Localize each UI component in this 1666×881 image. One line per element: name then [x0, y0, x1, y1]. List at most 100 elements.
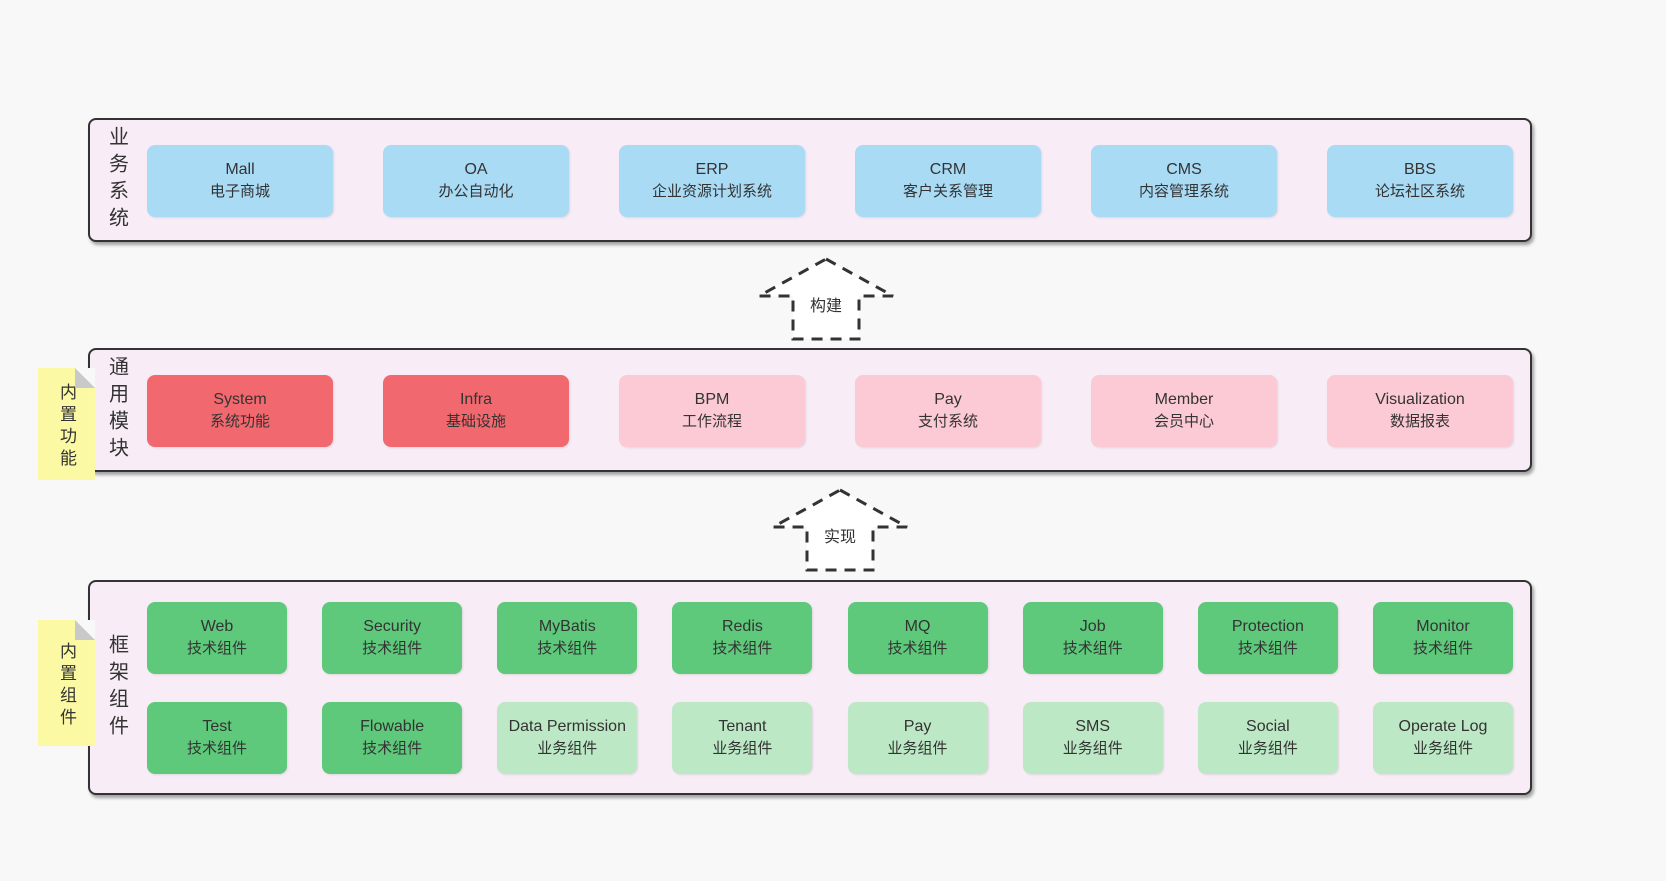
arrow-build: 构建	[756, 256, 896, 342]
box-title-zh: 办公自动化	[438, 183, 514, 200]
arrow-implement-label: 实现	[821, 523, 859, 547]
box-title-zh: 技术组件	[1062, 640, 1123, 657]
box-title-en: BPM	[694, 391, 730, 408]
box-title-en: System	[213, 391, 267, 408]
band-business-systems: 业务系统 Mall 电子商城 OA 办公自动化 ERP 企业资源计划系统 CRM…	[88, 118, 1532, 242]
sticky-note-built-in-features: 内置功能	[38, 368, 95, 480]
band-label-common-modules: 通用模块	[105, 356, 128, 464]
box-crm: CRM 客户关系管理	[855, 145, 1041, 217]
box-title-zh: 业务组件	[1412, 740, 1473, 757]
box-data-permission: Data Permission 业务组件	[497, 702, 638, 774]
box-operate-log: Operate Log 业务组件	[1372, 702, 1513, 774]
box-title-zh: 支付系统	[917, 413, 978, 430]
sticky-note-label: 内置功能	[57, 383, 76, 471]
box-title-en: Operate Log	[1398, 718, 1488, 735]
box-title-zh: 业务组件	[712, 740, 773, 757]
box-title-zh: 技术组件	[712, 640, 773, 657]
box-title-zh: 业务组件	[1237, 740, 1298, 757]
box-title-en: Test	[202, 718, 232, 735]
box-title-en: Redis	[721, 618, 763, 635]
box-title-zh: 工作流程	[681, 413, 742, 430]
box-title-zh: 技术组件	[1412, 640, 1473, 657]
box-title-zh: 技术组件	[1237, 640, 1298, 657]
box-title-en: OA	[464, 161, 488, 178]
box-title-en: MyBatis	[538, 618, 596, 635]
box-title-en: Security	[363, 618, 422, 635]
box-security: Security 技术组件	[322, 602, 463, 674]
box-bbs: BBS 论坛社区系统	[1327, 145, 1513, 217]
note-fold-icon	[75, 620, 95, 640]
box-title-zh: 业务组件	[537, 740, 598, 757]
band-framework-components: 框架组件 Web 技术组件 Security 技术组件 MyBatis 技术组件…	[88, 580, 1532, 795]
framework-components-row-2: Test 技术组件 Flowable 技术组件 Data Permission …	[147, 702, 1513, 774]
box-title-en: Pay	[934, 391, 962, 408]
box-title-en: Job	[1079, 618, 1106, 635]
box-title-zh: 技术组件	[186, 740, 247, 757]
box-title-zh: 系统功能	[209, 413, 270, 430]
common-modules-row: System 系统功能 Infra 基础设施 BPM 工作流程 Pay 支付系统…	[147, 375, 1513, 447]
box-title-en: BBS	[1403, 161, 1436, 178]
note-fold-icon	[75, 368, 95, 388]
band-label-business-systems: 业务系统	[105, 126, 128, 234]
box-pay: Pay 支付系统	[855, 375, 1041, 447]
box-visualization: Visualization 数据报表	[1327, 375, 1513, 447]
box-title-zh: 内容管理系统	[1138, 183, 1229, 200]
box-redis: Redis 技术组件	[672, 602, 813, 674]
band-label-framework-components: 框架组件	[105, 633, 128, 742]
box-title-en: CMS	[1166, 161, 1202, 178]
box-title-zh: 技术组件	[186, 640, 247, 657]
band-common-modules: 通用模块 System 系统功能 Infra 基础设施 BPM 工作流程 Pay…	[88, 348, 1532, 472]
sticky-note-built-in-components: 内置组件	[38, 620, 95, 746]
box-monitor: Monitor 技术组件	[1372, 602, 1513, 674]
box-title-zh: 企业资源计划系统	[651, 183, 772, 200]
box-cms: CMS 内容管理系统	[1091, 145, 1277, 217]
box-member: Member 会员中心	[1091, 375, 1277, 447]
box-title-en: SMS	[1075, 718, 1111, 735]
box-mq: MQ 技术组件	[847, 602, 988, 674]
box-pay-business: Pay 业务组件	[847, 702, 988, 774]
box-erp: ERP 企业资源计划系统	[619, 145, 805, 217]
box-bpm: BPM 工作流程	[619, 375, 805, 447]
box-title-en: ERP	[695, 161, 729, 178]
box-sms: SMS 业务组件	[1022, 702, 1163, 774]
box-job: Job 技术组件	[1022, 602, 1163, 674]
box-title-en: Visualization	[1375, 391, 1465, 408]
box-title-en: Mall	[225, 161, 255, 178]
box-title-en: Flowable	[360, 718, 425, 735]
box-oa: OA 办公自动化	[383, 145, 569, 217]
box-title-zh: 会员中心	[1153, 413, 1214, 430]
box-system: System 系统功能	[147, 375, 333, 447]
box-infra: Infra 基础设施	[383, 375, 569, 447]
arrow-implement: 实现	[770, 487, 910, 573]
box-title-zh: 技术组件	[887, 640, 948, 657]
arrow-build-label: 构建	[807, 292, 845, 316]
box-mall: Mall 电子商城	[147, 145, 333, 217]
box-title-en: Web	[200, 618, 234, 635]
box-title-en: Social	[1246, 718, 1290, 735]
box-title-zh: 客户关系管理	[902, 183, 993, 200]
box-title-zh: 技术组件	[362, 640, 423, 657]
box-web: Web 技术组件	[147, 602, 287, 674]
box-title-zh: 业务组件	[887, 740, 948, 757]
box-flowable: Flowable 技术组件	[322, 702, 463, 774]
box-title-en: Pay	[903, 718, 932, 735]
box-title-en: Monitor	[1416, 618, 1470, 635]
sticky-note-label: 内置组件	[57, 642, 76, 730]
box-tenant: Tenant 业务组件	[672, 702, 813, 774]
framework-components-row-1: Web 技术组件 Security 技术组件 MyBatis 技术组件 Redi…	[147, 602, 1513, 674]
box-title-zh: 电子商城	[209, 183, 270, 200]
box-title-zh: 基础设施	[445, 413, 506, 430]
box-title-en: Infra	[459, 391, 492, 408]
box-title-en: Protection	[1231, 618, 1304, 635]
box-mybatis: MyBatis 技术组件	[497, 602, 638, 674]
box-test: Test 技术组件	[147, 702, 287, 774]
box-title-zh: 论坛社区系统	[1374, 183, 1465, 200]
box-title-zh: 数据报表	[1389, 413, 1450, 430]
business-systems-row: Mall 电子商城 OA 办公自动化 ERP 企业资源计划系统 CRM 客户关系…	[147, 145, 1513, 217]
box-social: Social 业务组件	[1197, 702, 1338, 774]
box-title-zh: 技术组件	[537, 640, 598, 657]
box-protection: Protection 技术组件	[1197, 602, 1338, 674]
box-title-en: CRM	[929, 161, 967, 178]
box-title-en: MQ	[904, 618, 931, 635]
